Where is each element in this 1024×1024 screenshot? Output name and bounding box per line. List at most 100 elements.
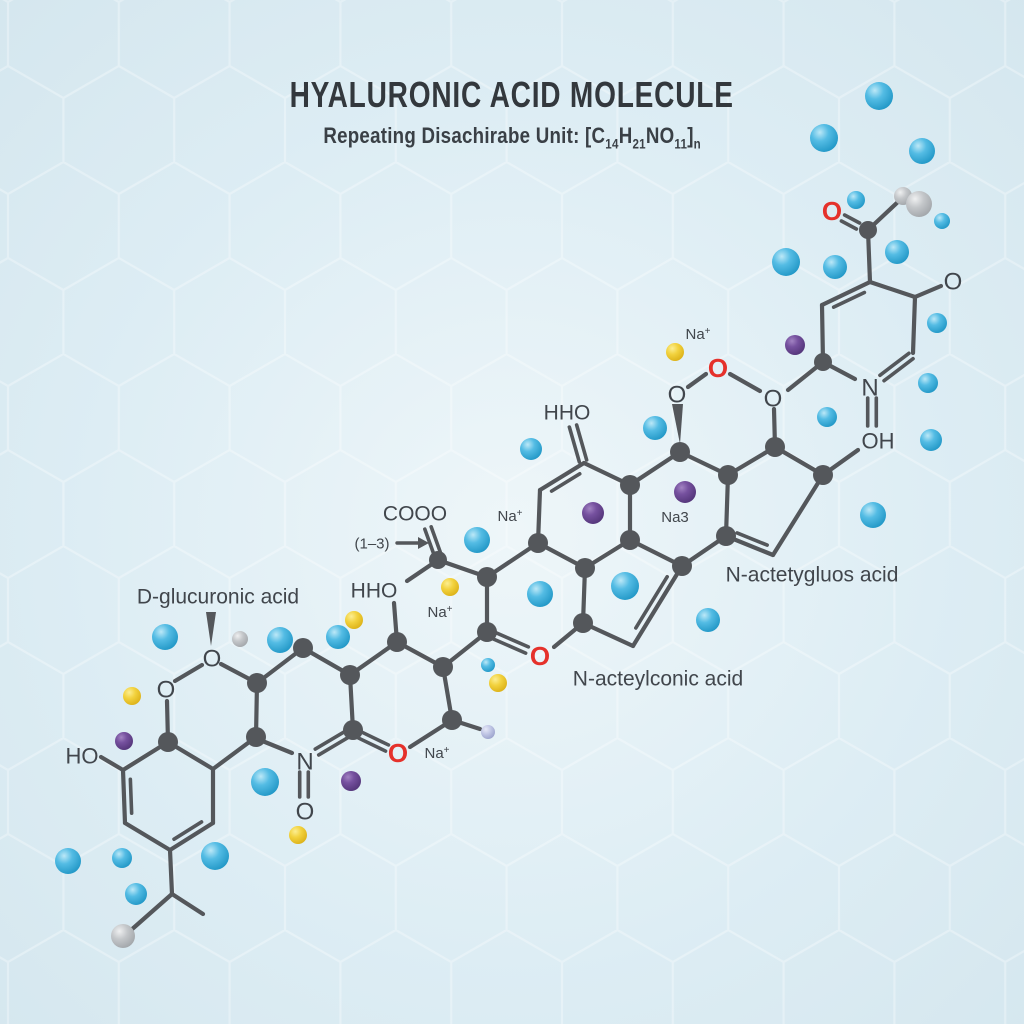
bond bbox=[819, 279, 873, 308]
bond bbox=[120, 767, 128, 826]
page-title: HYALURONIC ACID MOLECULE bbox=[289, 74, 735, 115]
wedge-bond bbox=[672, 404, 683, 444]
bond bbox=[574, 423, 589, 462]
atom-node bbox=[620, 475, 640, 495]
bond bbox=[831, 290, 867, 309]
sphere-blue bbox=[464, 527, 490, 553]
atom-node bbox=[859, 221, 877, 239]
atom-node bbox=[573, 613, 593, 633]
sphere-blue bbox=[201, 842, 229, 870]
sphere-yellow bbox=[666, 343, 684, 361]
molecule-name-label: (1–3) bbox=[354, 535, 389, 552]
atom-node bbox=[429, 551, 447, 569]
sphere-blue bbox=[885, 240, 909, 264]
atom-label-HO: HO bbox=[66, 744, 99, 769]
bond bbox=[128, 777, 134, 815]
sphere-blue bbox=[927, 313, 947, 333]
sphere-purple bbox=[115, 732, 133, 750]
bond bbox=[882, 356, 915, 383]
atom-node bbox=[477, 567, 497, 587]
sphere-blue bbox=[125, 883, 147, 905]
atom-label-N: N bbox=[861, 374, 878, 401]
sphere-gray bbox=[111, 924, 135, 948]
atom-label-HHO: HHO bbox=[351, 579, 398, 602]
atom-node bbox=[716, 526, 736, 546]
bond bbox=[313, 728, 350, 751]
bond bbox=[407, 721, 449, 750]
atom-label-O: O bbox=[944, 268, 963, 295]
sphere-blue bbox=[918, 373, 938, 393]
sphere-blue bbox=[696, 608, 720, 632]
bond bbox=[172, 662, 205, 684]
bond bbox=[630, 563, 685, 649]
bond bbox=[912, 283, 944, 300]
sphere-blue bbox=[267, 627, 293, 653]
sphere-purple bbox=[785, 335, 805, 355]
bond bbox=[770, 472, 826, 558]
sphere-blue bbox=[865, 82, 893, 110]
arrow-head bbox=[418, 537, 429, 549]
sphere-blue bbox=[772, 248, 800, 276]
atom-label-N: N bbox=[296, 748, 313, 775]
bond bbox=[735, 531, 769, 547]
atom-node bbox=[477, 622, 497, 642]
bond bbox=[122, 820, 173, 853]
atom-node bbox=[247, 673, 267, 693]
sphere-blue bbox=[611, 572, 639, 600]
atom-label-O: O bbox=[822, 196, 842, 226]
bond bbox=[172, 820, 204, 842]
bond bbox=[842, 213, 862, 225]
atom-node bbox=[387, 632, 407, 652]
atom-label-O: O bbox=[530, 641, 550, 671]
subtitle-text: H bbox=[618, 123, 633, 148]
atom-label-O: O bbox=[388, 738, 408, 768]
atom-label-O: O bbox=[764, 385, 783, 412]
subtitle-text: NO bbox=[645, 123, 675, 148]
atom-node bbox=[814, 353, 832, 371]
bond bbox=[867, 279, 918, 300]
atom-node bbox=[718, 465, 738, 485]
sphere-blue bbox=[823, 255, 847, 279]
sphere-yellow bbox=[441, 578, 459, 596]
atom-node bbox=[672, 556, 692, 576]
bond bbox=[910, 294, 918, 356]
bond bbox=[537, 460, 587, 493]
atom-label-OH: OH bbox=[862, 429, 895, 454]
ion-label: Na+ bbox=[424, 745, 449, 762]
bond bbox=[359, 730, 391, 747]
bond bbox=[429, 525, 442, 554]
atom-node bbox=[343, 720, 363, 740]
bond bbox=[494, 631, 531, 649]
sphere-blue bbox=[527, 581, 553, 607]
bond bbox=[169, 891, 206, 917]
sphere-blue bbox=[520, 438, 542, 460]
atom-node bbox=[340, 665, 360, 685]
sphere-blue bbox=[481, 658, 495, 672]
atom-label-HHO: HHO bbox=[544, 401, 591, 424]
sphere-blue bbox=[909, 138, 935, 164]
sphere-yellow bbox=[345, 611, 363, 629]
atom-node bbox=[575, 558, 595, 578]
sphere-gray bbox=[232, 631, 248, 647]
ion-label: Na+ bbox=[685, 326, 710, 343]
sphere-purple bbox=[582, 502, 604, 524]
sphere-yellow bbox=[123, 687, 141, 705]
sphere-purple bbox=[674, 481, 696, 503]
subtitle: Repeating Disachirabe Unit: [C14H21NO11]… bbox=[323, 123, 701, 151]
sphere-blue bbox=[55, 848, 81, 874]
sphere-blue bbox=[152, 624, 178, 650]
atom-node bbox=[528, 533, 548, 553]
bond bbox=[167, 847, 175, 897]
subtitle-subscript: 14 bbox=[605, 136, 619, 152]
atom-node bbox=[765, 437, 785, 457]
atom-node bbox=[433, 657, 453, 677]
atom-node bbox=[813, 465, 833, 485]
sphere-blue bbox=[934, 213, 950, 229]
bond bbox=[257, 737, 295, 756]
subtitle-text: ] bbox=[687, 123, 694, 148]
bond bbox=[484, 540, 541, 580]
atom-label-COOO: COOO bbox=[383, 502, 447, 525]
sphere-purple bbox=[341, 771, 361, 791]
bond bbox=[167, 820, 216, 853]
